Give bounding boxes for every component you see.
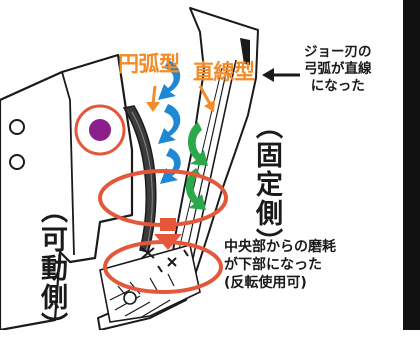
movable-jaw-inner-edge — [61, 71, 75, 256]
jaw-note-line: になった — [310, 78, 365, 94]
wear-zone-oval-upper — [98, 169, 228, 227]
crusher-jaw-diagram — [0, 0, 420, 330]
straight-type-label: 直線型 — [193, 60, 255, 84]
mounting-hole-upper — [9, 119, 25, 135]
fixed-jaw-top-bracket — [240, 38, 250, 65]
wear-shift-arrow — [154, 218, 182, 250]
fixed-jaw-frame — [97, 7, 259, 330]
right-edge-bar — [403, 0, 420, 330]
jaw-straightened-note: ジョー刃の 弓弧が直線 になった — [304, 44, 372, 95]
jaw-note-line: ジョー刃の — [304, 44, 372, 60]
label-pointer-arrows — [146, 85, 215, 112]
flow-arrows-blue — [158, 60, 181, 184]
mounting-hole-lower — [9, 154, 25, 170]
lower-mechanism-body — [99, 244, 201, 323]
wear-note-line: (反転使用可) — [224, 275, 307, 291]
jaw-note-line: 弓弧が直線 — [304, 61, 372, 77]
fixed-side-label: （固定側） — [251, 112, 282, 257]
wear-note-line: 中央部からの磨耗 — [224, 239, 336, 255]
wear-note-line: が下部になった — [224, 257, 322, 273]
lower-mechanism-bolt — [123, 291, 137, 305]
wear-position-note: 中央部からの磨耗 が下部になった (反転使用可) — [224, 238, 336, 292]
movable-side-label: （可動側） — [36, 196, 67, 341]
wear-debris-marks — [141, 247, 189, 273]
arc-type-label: 円弧型 — [118, 52, 180, 76]
movable-jaw-plate-edge — [131, 111, 153, 253]
flow-arrows-green — [185, 122, 208, 210]
jaw-note-arrow — [262, 68, 300, 82]
bolt-head — [89, 119, 111, 141]
